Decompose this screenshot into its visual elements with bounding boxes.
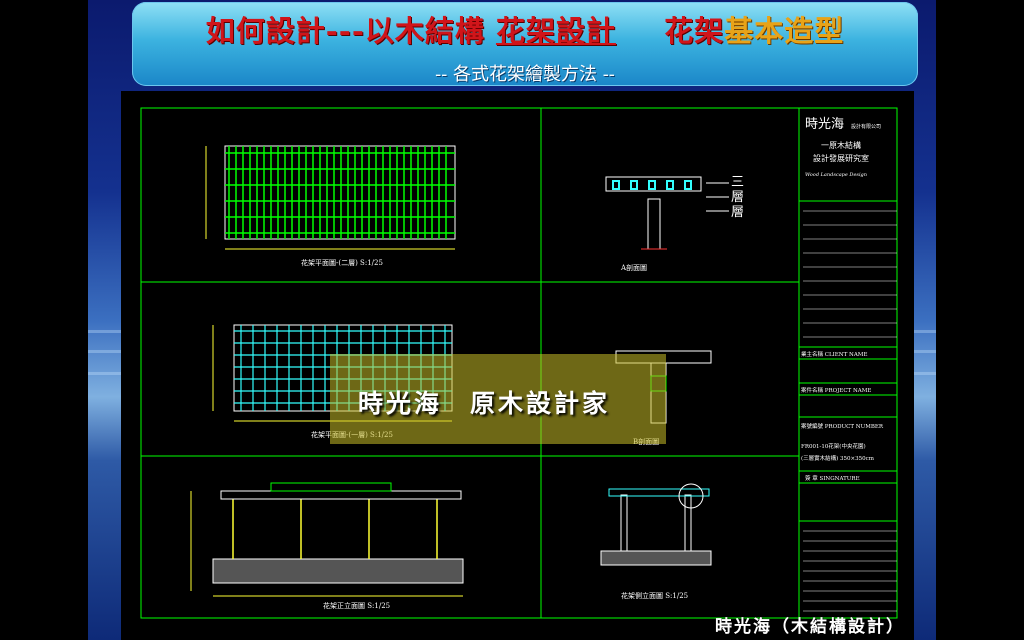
title-banner: 如何設計---以木結構 花架設計 花架基本造型 -- 各式花架繪製方法 -- — [132, 2, 918, 86]
title-block: 時光海 設計有限公司 一原木結構 設計發展研究室 Wood Landscape … — [799, 117, 897, 612]
front-elevation — [190, 482, 464, 597]
cad-drawing: 花架平面圖-(二層) S:1/25 A剖面圖 花架平面圖-(一層) S:1/25… — [121, 91, 914, 640]
layer-label-1: 三 — [731, 175, 744, 190]
dept-line-2: 設計發展研究室 — [813, 153, 869, 163]
layer-label-3: 層 — [731, 205, 744, 220]
slide-subtitle: -- 各式花架繪製方法 -- — [435, 64, 615, 85]
number-value: FR001-10花架(中央花園) — [801, 442, 866, 450]
slide-footer: 時光海（木結構設計） — [715, 617, 905, 637]
slide-title: 如何設計---以木結構 花架設計 花架基本造型 — [132, 8, 918, 50]
company-suffix: 設計有限公司 — [851, 123, 881, 130]
section-view-a — [605, 176, 729, 250]
number-value-2: (三層實木結構) 350×350cm — [801, 454, 875, 462]
title-part-3: 花架 — [664, 14, 725, 48]
title-part-1: 如何設計---以木結構 — [205, 14, 485, 48]
side-elevation — [600, 483, 712, 566]
view-label-1: 花架平面圖-(二層) S:1/25 — [301, 258, 383, 267]
number-label: 案號編號 PRODUCT NUMBER — [801, 422, 884, 430]
english-name: Wood Landscape Design — [805, 172, 867, 178]
view-label-6: 花架側立面圖 S:1/25 — [621, 591, 688, 600]
title-part-4: 基本造型 — [724, 14, 845, 48]
title-part-2: 花架設計 — [495, 14, 616, 48]
client-label: 業主名稱 CLIENT NAME — [801, 350, 867, 358]
watermark-text: 時光海 原木設計家 — [358, 389, 611, 418]
drawing-frame — [140, 107, 898, 619]
view-label-2: A剖面圖 — [620, 263, 647, 272]
view-label-5: 花架正立面圖 S:1/25 — [323, 601, 390, 610]
project-label: 案件名稱 PROJECT NAME — [801, 386, 871, 394]
signature-label: 簽 章 SINGNATURE — [805, 474, 860, 482]
company-name: 時光海 — [805, 117, 844, 132]
layer-label-2: 層 — [731, 190, 744, 205]
watermark-box — [330, 354, 666, 444]
plan-view-top — [205, 145, 456, 250]
dept-line-1: 一原木結構 — [821, 140, 861, 150]
